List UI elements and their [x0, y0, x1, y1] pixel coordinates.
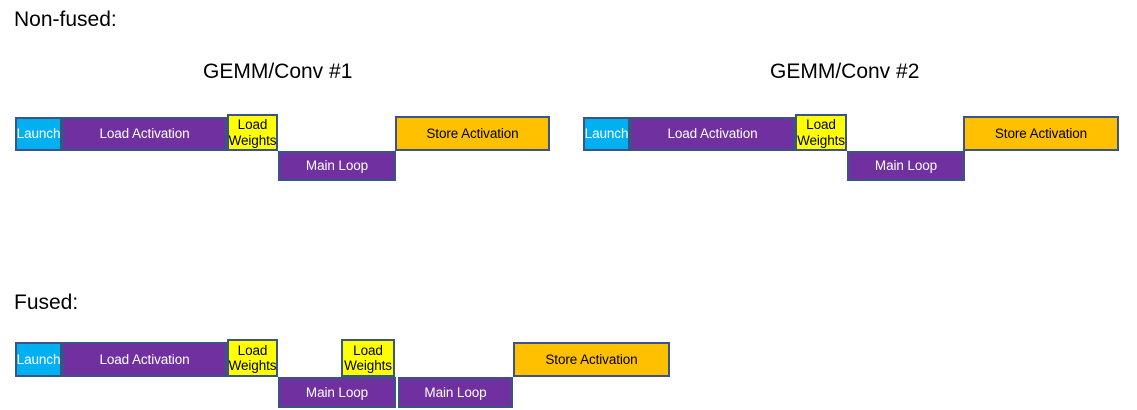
store-activation-block: Store Activation — [963, 116, 1119, 151]
load-weights-block: Load Weights — [341, 339, 395, 377]
load-weights-block: Load Weights — [795, 114, 847, 151]
non-fused-section-label: Non-fused: — [14, 8, 117, 31]
fused-section-label: Fused: — [14, 291, 79, 314]
store-activation-block: Store Activation — [395, 116, 550, 151]
main-loop-block: Main Loop — [278, 151, 396, 181]
load-activation-block: Load Activation — [62, 342, 227, 377]
launch-block: Launch — [15, 117, 62, 151]
main-loop-block: Main Loop — [398, 377, 513, 408]
gemm-conv-1-title: GEMM/Conv #1 — [203, 60, 353, 83]
store-activation-block: Store Activation — [513, 342, 670, 377]
load-activation-block: Load Activation — [630, 117, 795, 151]
load-weights-block: Load Weights — [227, 114, 278, 151]
launch-block: Launch — [583, 117, 630, 151]
main-loop-block: Main Loop — [278, 377, 396, 408]
launch-block: Launch — [15, 342, 62, 377]
load-activation-block: Load Activation — [62, 117, 227, 151]
main-loop-block: Main Loop — [847, 151, 965, 181]
load-weights-block: Load Weights — [227, 339, 278, 377]
gemm-conv-2-title: GEMM/Conv #2 — [770, 60, 920, 83]
